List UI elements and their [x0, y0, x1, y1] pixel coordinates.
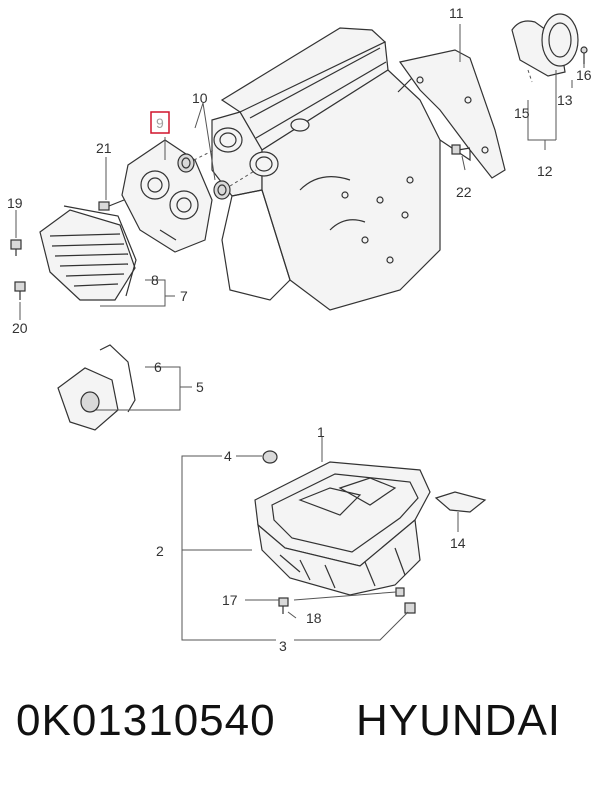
rear-oil-seal-illustration: [511, 13, 588, 83]
callout-2: 2: [156, 543, 164, 559]
callout-20: 20: [12, 320, 28, 336]
callouts: 1 2 3 4 5 6 7 8 9 10 11 12 13 14 15 16 1…: [7, 5, 592, 654]
oil-pan-illustration: [254, 461, 431, 596]
brand-name: HYUNDAI: [356, 696, 562, 745]
callout-21: 21: [96, 140, 112, 156]
callout-18: 18: [306, 610, 322, 626]
callout-22: 22: [456, 184, 472, 200]
callout-13: 13: [557, 92, 573, 108]
part-number: 0K01310540: [16, 696, 276, 745]
callout-7: 7: [180, 288, 188, 304]
callout-8: 8: [151, 272, 159, 288]
footer: 0K01310540 HYUNDAI: [0, 686, 600, 776]
callout-1: 1: [317, 424, 325, 440]
bolt-22-illustration: [451, 144, 471, 155]
timing-belt-cover-lower-illustration: [57, 344, 136, 431]
pan-fasteners-illustration: [262, 450, 416, 614]
callout-9-highlight-box: [150, 111, 170, 134]
engine-block-illustration: [211, 27, 471, 311]
callout-19: 19: [7, 195, 23, 211]
oil-strainer-illustration: [434, 491, 487, 513]
callout-4: 4: [224, 448, 232, 464]
rear-plate-illustration: [398, 49, 506, 179]
callout-12: 12: [537, 163, 553, 179]
timing-belt-cover-upper-illustration: [39, 205, 137, 301]
callout-17: 17: [222, 592, 238, 608]
callout-16: 16: [576, 67, 592, 83]
callout-14: 14: [450, 535, 466, 551]
callout-9: 9: [156, 115, 164, 131]
timing-cover-plate-illustration: [121, 139, 213, 253]
callout-10: 10: [192, 90, 208, 106]
leader-lines: [15, 24, 585, 641]
camshaft-seals-illustration: [177, 149, 257, 200]
callout-15: 15: [514, 105, 530, 121]
callout-3: 3: [279, 638, 287, 654]
callout-11: 11: [449, 5, 464, 21]
callout-5: 5: [196, 379, 204, 395]
callout-6: 6: [154, 359, 162, 375]
bolts-19-20-illustration: [10, 239, 26, 300]
exploded-parts-diagram: 1 2 3 4 5 6 7 8 9 10 11 12 13 14 15 16 1…: [7, 5, 592, 654]
bolt-21-illustration: [98, 199, 125, 211]
